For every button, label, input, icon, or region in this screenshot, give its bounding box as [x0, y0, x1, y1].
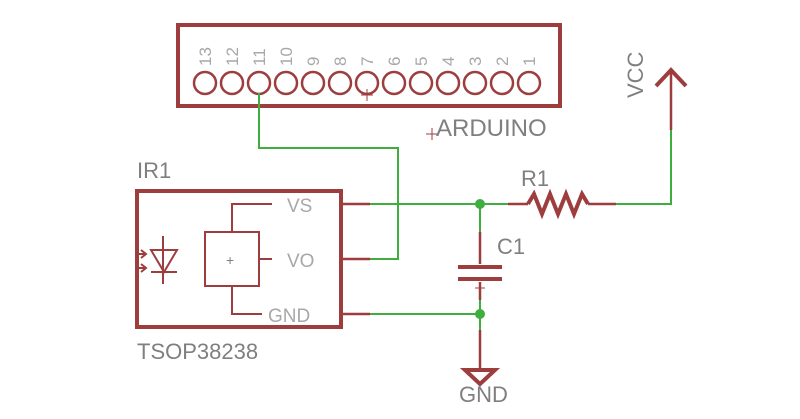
- vcc-arrow-icon: [654, 67, 688, 88]
- ir-receiver-gnd-lead: [231, 286, 262, 315]
- arduino-pin-2: [489, 70, 515, 96]
- arduino-pin-12: [219, 70, 245, 96]
- arduino-pin-label-6: 6: [385, 57, 404, 66]
- net-resistor-to-vcc: [616, 130, 672, 205]
- arduino-pin-label-12: 12: [223, 47, 242, 66]
- arduino-pin-10: [273, 70, 299, 96]
- capacitor-c1: C1: [458, 232, 525, 300]
- arduino-pin-label-5: 5: [412, 57, 431, 66]
- arduino-header-body: [176, 23, 562, 108]
- arduino-pin-origin-cross: [361, 89, 373, 101]
- arduino-name-label: ARDUINO: [436, 115, 547, 142]
- photodiode-icon: [135, 236, 179, 284]
- arduino-pin-8: [327, 70, 353, 96]
- arduino-pin-label-10: 10: [277, 47, 296, 66]
- arduino-pin-label-7: 7: [358, 57, 377, 66]
- resistor-name-label: R1: [521, 166, 549, 191]
- arduino-pin-label-1: 1: [520, 57, 539, 66]
- capacitor-name-label: C1: [497, 234, 525, 259]
- ground-supply: GND: [459, 330, 508, 407]
- ir-receiver-pin-vo-label: VO: [287, 251, 314, 272]
- ir-receiver-inner-mark: +: [226, 252, 234, 268]
- arduino-pin-label-4: 4: [439, 57, 458, 66]
- arduino-pin-label-9: 9: [304, 57, 323, 66]
- ir-receiver-vs-lead: [231, 203, 272, 232]
- ir-receiver-name-label: IR1: [137, 158, 171, 183]
- ir-receiver-pin-gnd-label: GND: [268, 306, 310, 327]
- vcc-supply: VCC: [623, 51, 688, 130]
- arduino-pin-label-11: 11: [250, 48, 269, 66]
- ir-receiver-value-label: TSOP38238: [137, 339, 258, 364]
- arduino-pin-6: [381, 70, 407, 96]
- ground-icon: [459, 368, 501, 387]
- resistor-r1: R1: [508, 166, 616, 220]
- ground-label: GND: [459, 382, 508, 407]
- arduino-origin-cross: [426, 128, 438, 140]
- arduino-pin-1: [516, 70, 542, 96]
- arduino-pin-4: [435, 70, 461, 96]
- net-pin11-to-vo: [258, 93, 399, 260]
- nets: [258, 93, 672, 330]
- arduino-pin-label-2: 2: [493, 57, 512, 66]
- arduino-pin-label-13: 13: [196, 47, 215, 66]
- vcc-label: VCC: [623, 51, 648, 98]
- junction-vs: [475, 199, 485, 209]
- ir-receiver: IR1 TSOP38238 + VS VO GND: [135, 158, 370, 364]
- arduino-pin-label-3: 3: [466, 57, 485, 66]
- junction-gnd: [475, 309, 485, 319]
- arduino-pin-13: [192, 70, 218, 96]
- capacitor-origin-cross: [475, 283, 485, 293]
- ir-receiver-pin-vs-label: VS: [287, 196, 312, 217]
- arduino-pin-11: [246, 70, 272, 96]
- arduino-pin-3: [462, 70, 488, 96]
- arduino-pin-label-8: 8: [331, 57, 350, 66]
- resistor-zigzag: [526, 188, 590, 220]
- arduino-pin-9: [300, 70, 326, 96]
- arduino-pin-5: [408, 70, 434, 96]
